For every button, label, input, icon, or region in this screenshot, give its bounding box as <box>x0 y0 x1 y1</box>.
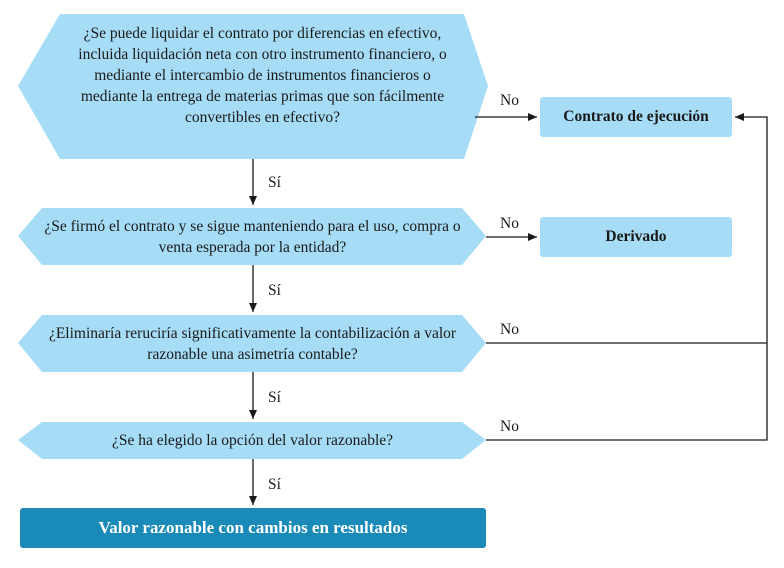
label-yes-4: Sí <box>268 476 281 493</box>
label-yes-3: Sí <box>268 389 281 406</box>
decision-shape-2 <box>18 208 486 265</box>
label-no-2: No <box>500 215 519 232</box>
label-no-4: No <box>500 418 519 435</box>
result-derivado: Derivado <box>540 217 732 257</box>
decision-shape-1 <box>18 14 488 159</box>
label-no-3: No <box>500 321 519 338</box>
result-valor-razonable: Valor razonable con cambios en resultado… <box>20 508 486 548</box>
label-yes-2: Sí <box>268 282 281 299</box>
question-2: ¿Se firmó el contrato y se sigue manteni… <box>44 218 461 256</box>
label-yes-1: Sí <box>268 174 281 191</box>
question-3: ¿Eliminaría reruciría significativamente… <box>48 325 457 363</box>
decision-shape-3 <box>18 315 486 372</box>
label-no-1: No <box>500 92 519 109</box>
decision-shape-4 <box>18 422 486 459</box>
question-4: ¿Se ha elegido la opción del valor razon… <box>111 432 394 449</box>
arrow-q4-r1 <box>486 113 768 441</box>
result-contrato-ejecucion: Contrato de ejecución <box>540 97 732 137</box>
question-1: ¿Se puede liquidar el contrato por difer… <box>78 25 447 126</box>
